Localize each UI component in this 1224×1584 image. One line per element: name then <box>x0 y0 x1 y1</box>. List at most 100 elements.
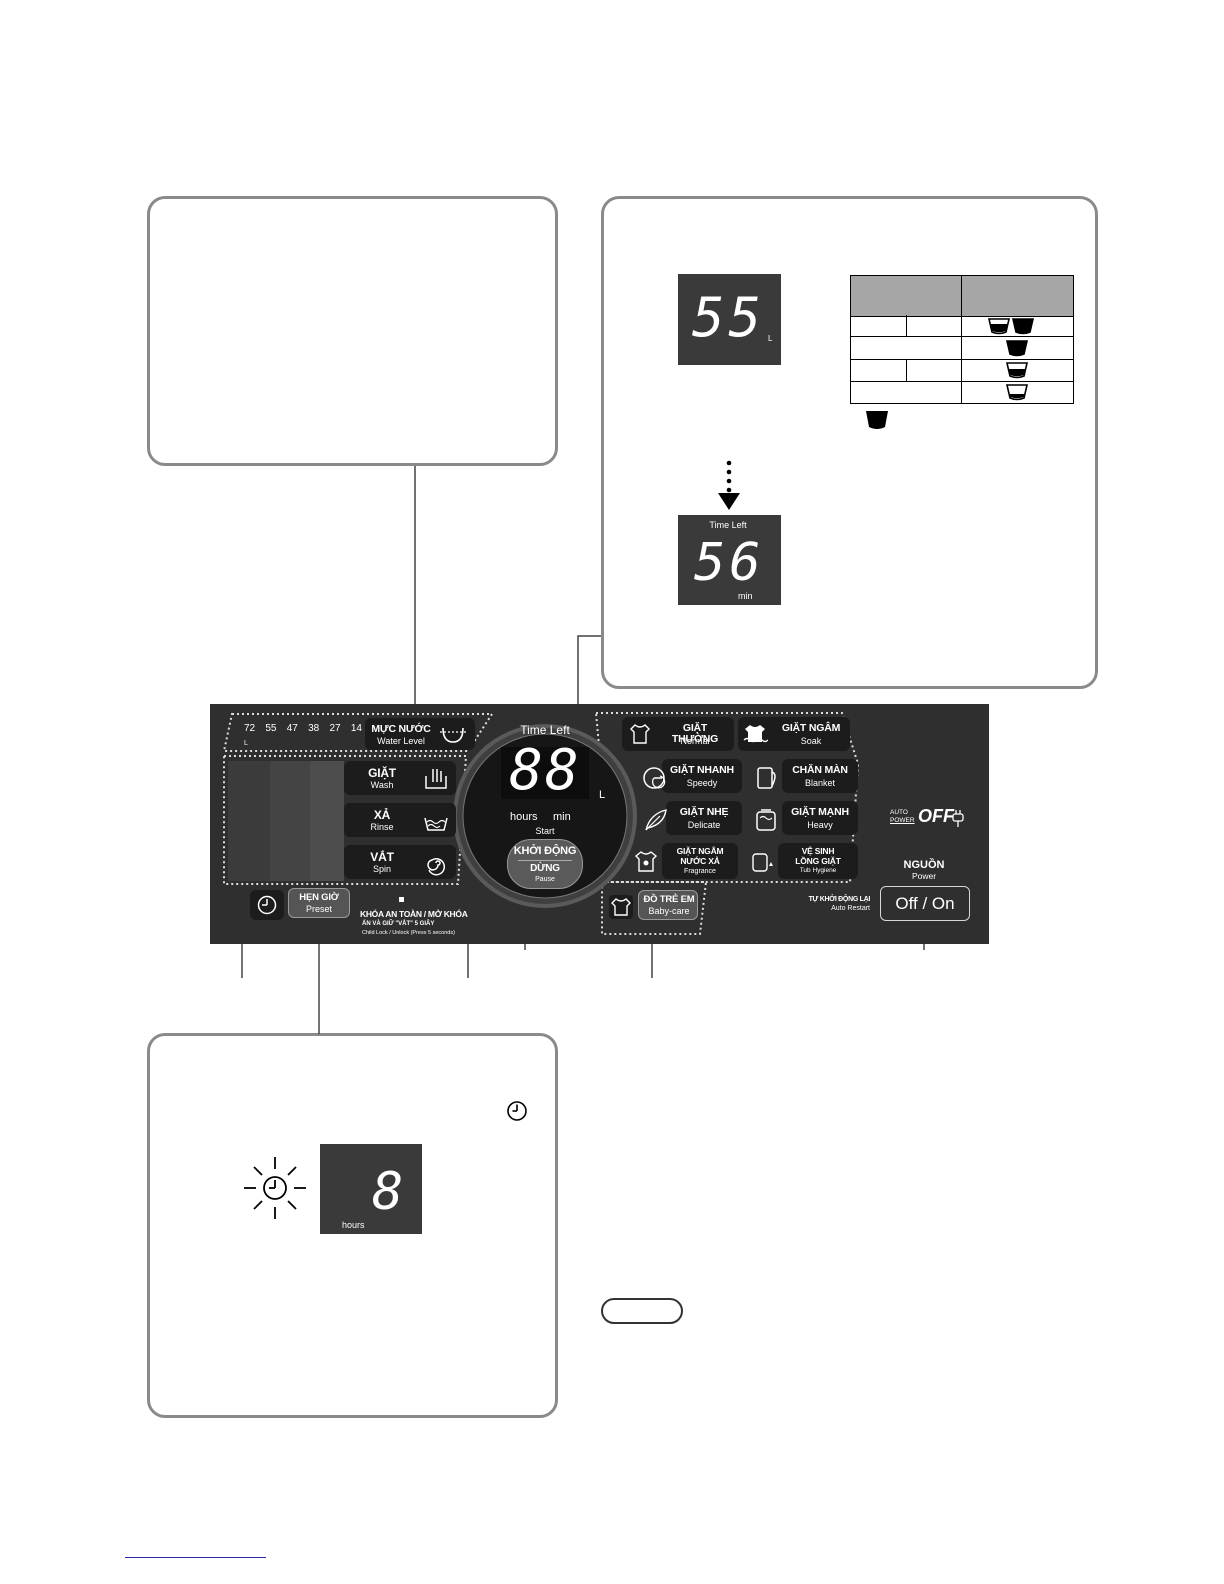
spin-btn-en: Spin <box>372 864 391 874</box>
blinking-clock-icon <box>244 1157 306 1219</box>
childlock-instruction: ẤN VÀ GIỮ "VẮT" 5 GIÂY <box>362 921 435 927</box>
time-left-label: Time Left <box>520 723 570 737</box>
program-tub-hygiene-button[interactable]: VỆ SINH LỒNG GIẶT Tub Hygiene <box>778 843 858 879</box>
detergent-cup-icon <box>1011 318 1035 335</box>
soak-shirt-icon <box>743 725 768 743</box>
footer-link-line <box>125 1557 266 1558</box>
level-bar-grid <box>228 761 344 881</box>
program-fragrance-vi: GIẶT NGÂM <box>676 846 724 856</box>
time-left-unit: min <box>738 591 753 601</box>
display-callout: 55 L <box>601 196 1098 689</box>
spin-button[interactable]: VẮT Spin <box>344 845 456 879</box>
power-label-vi: NGUỒN <box>903 859 945 871</box>
wash-button[interactable]: GIẶT Wash <box>344 761 456 795</box>
water-level-value: 14 <box>350 723 362 734</box>
babycare-button[interactable]: ĐỒ TRẺ EM Baby-care <box>638 890 698 920</box>
babycare-btn-en: Baby-care <box>648 906 690 916</box>
power-btn-label: Off / On <box>895 894 955 913</box>
program-speedy-en: Speedy <box>686 778 718 788</box>
program-delicate-button[interactable]: GIẶT NHẸ Delicate <box>666 801 742 835</box>
speedy-icon <box>643 767 666 789</box>
program-delicate-vi: GIẶT NHẸ <box>679 806 729 818</box>
heavy-tub-icon <box>756 809 776 831</box>
water-level-btn-en: Water Level <box>377 736 425 746</box>
program-normal-vi: GIẶT THƯỜNG <box>671 722 719 746</box>
program-tub-hygiene-vi: VỆ SINH <box>801 846 835 856</box>
auto-power-small1: AUTO <box>890 809 908 816</box>
program-speedy-vi: GIẶT NHANH <box>670 764 734 776</box>
program-fragrance-button[interactable]: GIẶT NGÂM NƯỚC XẢ Fragrance <box>662 843 738 879</box>
center-display-unit: L <box>599 789 606 801</box>
control-panel: 72 55 47 38 27 14 L MỰC NƯỚC Water Level… <box>210 704 989 944</box>
plug-icon <box>952 810 964 827</box>
preset-button[interactable]: HẸN GIỜ Preset <box>288 888 350 918</box>
program-soak-button[interactable]: GIẶT NGÂM Soak <box>738 717 850 751</box>
rinse-tub-icon <box>424 817 448 831</box>
babycare-btn-vi: ĐỒ TRẺ EM <box>643 894 695 905</box>
water-level-icon <box>440 727 466 743</box>
water-level-unit: L <box>768 334 773 343</box>
shirt-icon <box>630 724 650 744</box>
rinse-btn-vi: XẢ <box>373 808 391 822</box>
program-fragrance-en: Fragrance <box>684 868 716 875</box>
start-label: Start <box>535 826 555 836</box>
water-level-display: 55 L <box>678 274 781 365</box>
rinse-button[interactable]: XẢ Rinse <box>344 803 456 837</box>
program-heavy-button[interactable]: GIẶT MẠNH Heavy <box>782 801 858 835</box>
preset-hours-digit: 8 <box>372 1162 404 1222</box>
program-speedy-button[interactable]: GIẶT NHANH Speedy <box>662 759 742 793</box>
childlock-title: KHÓA AN TOÀN / MỞ KHÓA <box>360 909 468 919</box>
hours-label: hours <box>510 811 538 823</box>
detergent-cup-icon <box>1005 362 1029 379</box>
pause-btn-en: Pause <box>535 876 555 883</box>
program-normal-en: Normal <box>680 736 710 746</box>
wash-btn-vi: GIẶT <box>368 766 396 780</box>
program-blanket-button[interactable]: CHĂN MÀN Blanket <box>782 759 858 793</box>
spin-btn-vi: VẮT <box>370 850 394 864</box>
auto-power-off: OFF <box>918 806 954 826</box>
program-soak-en: Soak <box>800 736 822 746</box>
water-level-value: 27 <box>329 723 341 734</box>
water-level-btn-vi: MỰC NƯỚC <box>371 723 431 735</box>
water-level-table <box>850 275 1074 404</box>
center-display-digits: 88 <box>509 738 581 803</box>
start-pause-button[interactable]: KHỞI ĐỘNG DỪNG Pause <box>507 839 583 889</box>
program-heavy-vi: GIẶT MẠNH <box>791 806 849 818</box>
water-level-value: 47 <box>286 723 298 734</box>
clock-icon <box>507 1101 527 1121</box>
spin-spiral-icon <box>427 857 445 876</box>
program-normal-button[interactable]: GIẶT THƯỜNG Normal <box>622 717 734 751</box>
water-level-value: 38 <box>308 723 320 734</box>
water-level-value: 55 <box>265 723 277 734</box>
time-left-digits: 56 <box>694 533 765 593</box>
auto-restart-en: Auto Restart <box>831 905 870 912</box>
power-label-en: Power <box>911 871 937 881</box>
program-soak-vi: GIẶT NGÂM <box>781 722 841 734</box>
preset-btn-en: Preset <box>305 904 332 914</box>
pause-btn-vi: DỪNG <box>530 863 560 874</box>
detergent-cup-icon <box>1005 340 1029 357</box>
wash-btn-en: Wash <box>370 780 394 790</box>
fragrance-shirt-icon <box>634 851 658 872</box>
childlock-indicator <box>399 897 404 902</box>
time-left-label: Time Left <box>709 520 747 530</box>
baby-shirt-icon <box>609 895 633 919</box>
power-button[interactable]: Off / On <box>880 886 970 921</box>
wash-tub-icon <box>425 769 447 789</box>
rinse-btn-en: Rinse <box>370 822 394 832</box>
auto-restart-vi: TỰ KHỞI ĐỘNG LẠI <box>808 896 871 903</box>
detergent-cup-icon <box>1005 384 1029 401</box>
water-level-digits: 55 <box>692 286 766 349</box>
program-delicate-en: Delicate <box>687 820 721 830</box>
min-label: min <box>553 811 571 823</box>
preset-hours-unit: hours <box>342 1220 365 1230</box>
water-level-button[interactable]: MỰC NƯỚC Water Level <box>365 718 475 750</box>
preset-callout: 8 hours <box>147 1033 558 1418</box>
auto-power-small2: POWER <box>890 817 915 824</box>
note-badge <box>601 1298 683 1324</box>
preset-clock-button[interactable] <box>250 890 284 920</box>
time-left-display: Time Left 56 min <box>678 515 781 605</box>
program-tub-hygiene-en: Tub Hygiene <box>799 867 837 874</box>
water-level-unit: L <box>244 740 248 747</box>
program-fragrance-vi2: NƯỚC XẢ <box>680 856 720 866</box>
